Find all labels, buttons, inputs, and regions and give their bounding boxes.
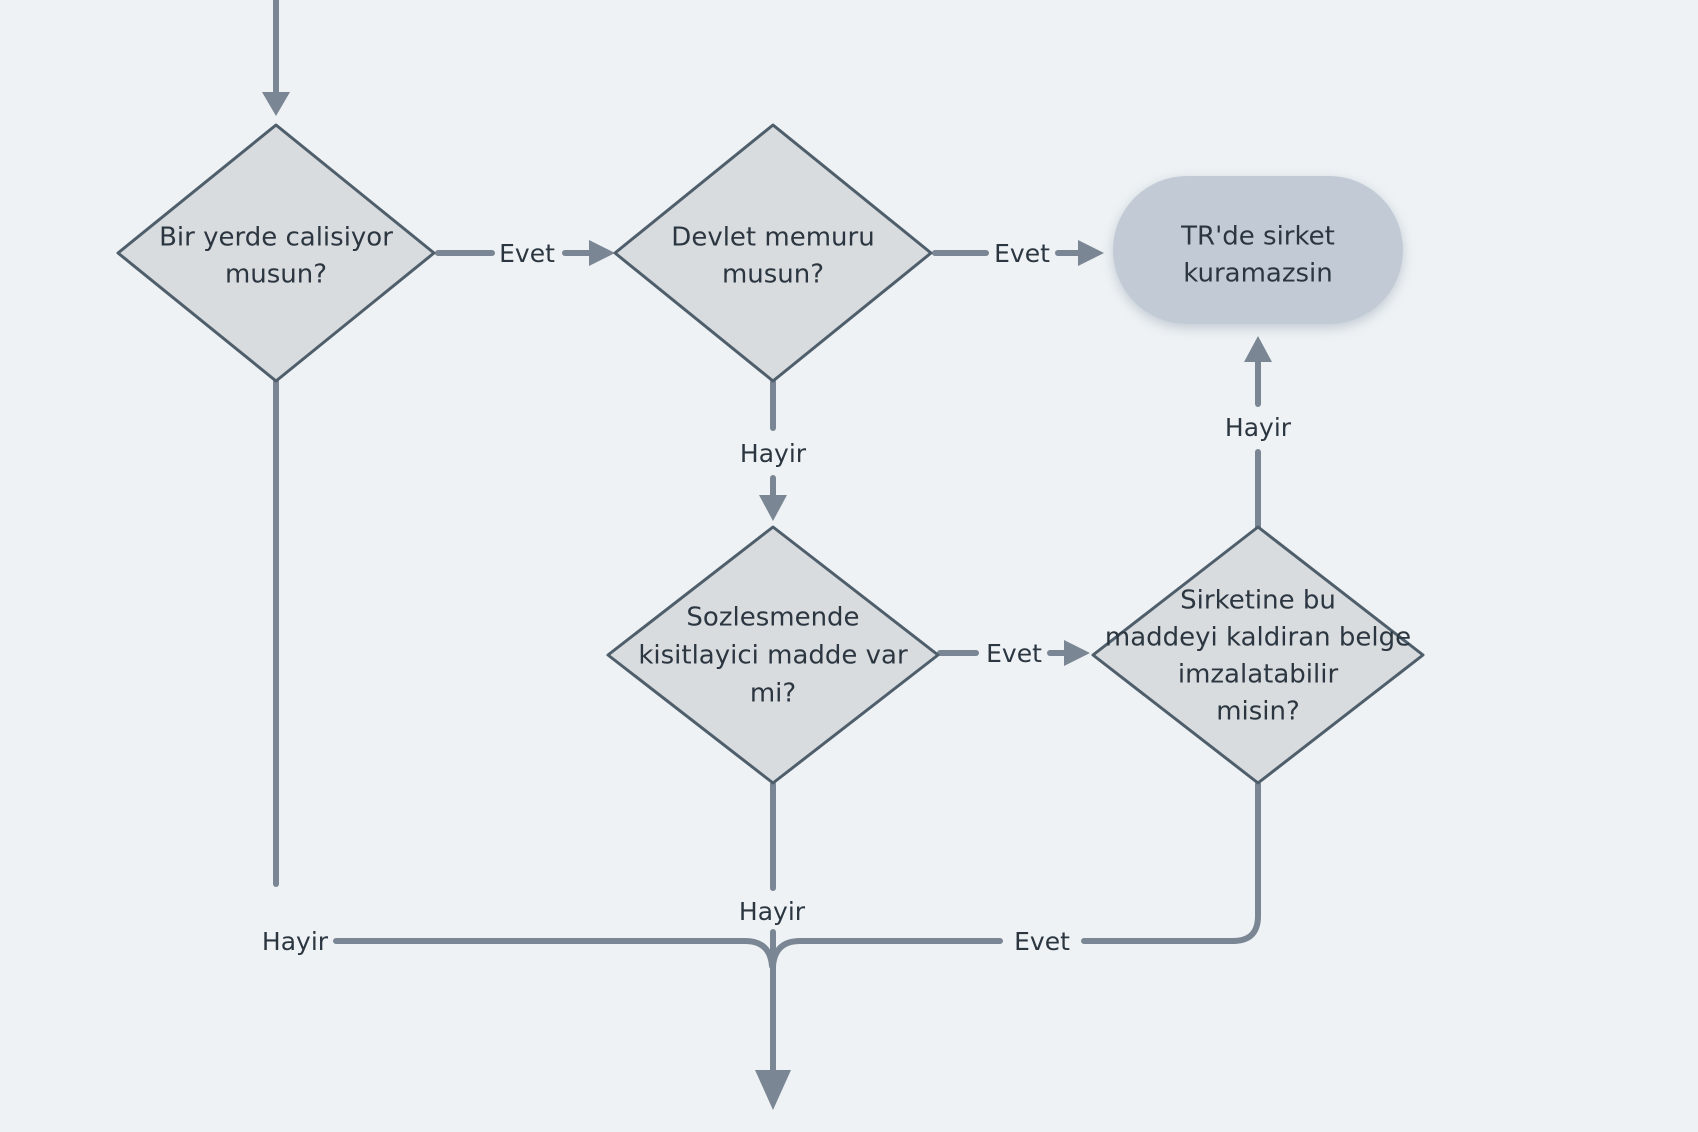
node-sozlesmende-kisitlayici[interactable]: Sozlesmende kisitlayici madde var mi? [606,525,940,785]
node-calisiyor-line-1: Bir yerde calisiyor [159,223,393,253]
edge-calisiyor-hayir-horizontal [333,938,775,969]
edge-imza-evet-path [1081,781,1261,944]
node-tr-sirket-line-2: kuramazsin [1183,259,1333,289]
node-imza-line-2: maddeyi kaldiran belge [1105,623,1411,653]
edge-label-calisiyor-hayir: Hayir [262,927,329,956]
node-imza-line-1: Sirketine bu [1180,586,1336,616]
node-imza-line-4: misin? [1216,697,1300,727]
node-tr-sirket-shape [1113,176,1403,324]
edge-entry-to-calisiyor [262,0,290,116]
edge-entry-arrowhead [262,92,290,116]
edge-sozlesme-evet: Evet [937,639,1090,668]
edge-sozlesme-evet-arrowhead [1064,640,1090,666]
node-calisiyor-line-2: musun? [225,260,327,290]
node-memur-line-2: musun? [722,260,824,290]
node-calisiyor-shape [116,123,436,383]
node-imza-line-3: imzalatabilir [1178,660,1339,690]
edge-label-sozlesme-hayir: Hayir [739,897,806,926]
node-devlet-memuru[interactable]: Devlet memuru musun? [613,123,933,383]
edge-imza-evet-bus [770,938,1003,969]
edge-imza-evet: Evet [770,781,1261,969]
edge-label-memur-evet: Evet [994,239,1050,268]
edge-sozlesme-hayir-arrowhead [755,1070,791,1110]
node-memur-shape [613,123,933,383]
edge-sozlesme-hayir: Hayir [739,781,806,1110]
edge-imza-hayir: Hayir [1225,336,1292,531]
edge-label-calisiyor-evet: Evet [499,239,555,268]
node-sozlesme-line-3: mi? [750,679,796,709]
node-sozlesme-shape [606,525,940,785]
node-sozlesme-line-2: kisitlayici madde var [638,641,908,671]
edge-imza-hayir-arrowhead [1244,336,1272,362]
edge-label-imza-hayir: Hayir [1225,413,1292,442]
node-tr-sirket-line-1: TR'de sirket [1180,222,1335,252]
node-bir-yerde-calisiyor[interactable]: Bir yerde calisiyor musun? [116,123,436,383]
node-sozlesme-line-1: Sozlesmende [686,603,859,633]
node-imza-shape [1091,525,1425,785]
node-memur-line-1: Devlet memuru [671,223,874,253]
edge-memur-evet-arrowhead [1078,240,1104,266]
node-tr-sirket-kuramazsin[interactable]: TR'de sirket kuramazsin [1113,176,1403,324]
edge-label-sozlesme-evet: Evet [986,639,1042,668]
edge-label-imza-evet: Evet [1014,927,1070,956]
edge-calisiyor-evet: Evet [435,239,615,268]
edge-memur-hayir: Hayir [740,379,807,521]
edge-label-memur-hayir: Hayir [740,439,807,468]
edge-calisiyor-evet-arrowhead [589,240,615,266]
node-sirketine-maddeyi-kaldiran[interactable]: Sirketine bu maddeyi kaldiran belge imza… [1091,525,1425,785]
edge-memur-evet: Evet [932,239,1104,268]
edge-memur-hayir-arrowhead [759,495,787,521]
